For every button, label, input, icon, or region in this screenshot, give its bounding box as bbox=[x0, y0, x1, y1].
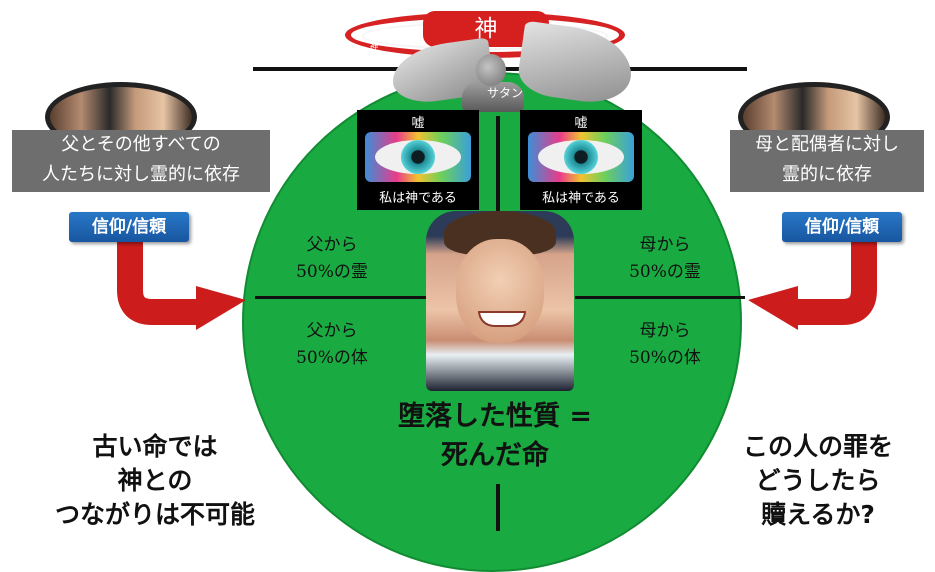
lie-caption: 私は神である bbox=[542, 191, 620, 206]
bottom-left-line-1: 古い命では bbox=[92, 432, 218, 461]
eye-image bbox=[365, 132, 471, 182]
bottom-right-line-3: 贖えるか? bbox=[761, 500, 875, 529]
divider-top-center bbox=[496, 116, 500, 214]
right-dependency-line-2: 霊的に依存 bbox=[782, 164, 872, 185]
arrows-layer bbox=[117, 240, 877, 330]
right-dependency-card: 母と配偶者に対し 霊的に依存 bbox=[730, 130, 924, 192]
father-spirit-label: 父から 50%の霊 bbox=[267, 232, 397, 286]
bottom-left-text: 古い命では 神との つながりは不可能 bbox=[30, 430, 280, 532]
mother-spirit-line-1: 母から bbox=[639, 235, 691, 255]
fallen-nature-line-1: 堕落した性質 = bbox=[397, 401, 593, 432]
father-body-label: 父から 50%の体 bbox=[267, 318, 397, 372]
left-faith-badge: 信仰/信頼 bbox=[69, 212, 189, 242]
satan-label: サタン bbox=[486, 86, 523, 100]
halo-word-love: 愛 bbox=[380, 26, 388, 35]
father-body-line-2: 50%の体 bbox=[296, 348, 368, 368]
bottom-right-line-2: どうしたら bbox=[755, 466, 881, 495]
divider-right-horizontal bbox=[575, 296, 745, 299]
halo-word-god: 神 bbox=[370, 42, 378, 51]
mother-spirit-label: 母から 50%の霊 bbox=[600, 232, 730, 286]
father-spirit-line-2: 50%の霊 bbox=[296, 262, 368, 282]
left-dependency-line-1: 父とその他すべての bbox=[61, 134, 221, 155]
lie-panel-right: 嘘 私は神である bbox=[520, 110, 642, 210]
left-arrowhead bbox=[196, 286, 246, 330]
left-dependency-line-2: 人たちに対し霊的に依存 bbox=[42, 164, 240, 185]
right-red-arrow bbox=[794, 240, 877, 325]
fallen-nature-line-2: 死んだ命 bbox=[441, 440, 549, 471]
eye-iris bbox=[564, 140, 598, 174]
mother-body-line-1: 母から bbox=[639, 321, 691, 341]
statue-head bbox=[476, 54, 506, 86]
left-red-arrow bbox=[117, 240, 200, 325]
mother-body-label: 母から 50%の体 bbox=[600, 318, 730, 372]
divider-bottom-center bbox=[496, 484, 500, 531]
left-dependency-card: 父とその他すべての 人たちに対し霊的に依存 bbox=[12, 130, 270, 192]
divider-left-horizontal bbox=[255, 296, 430, 299]
father-spirit-line-1: 父から bbox=[306, 235, 358, 255]
lie-title: 嘘 bbox=[574, 116, 588, 131]
mother-body-line-2: 50%の体 bbox=[629, 348, 701, 368]
right-dependency-line-1: 母と配偶者に対し bbox=[755, 134, 899, 155]
bottom-left-line-3: つながりは不可能 bbox=[54, 500, 255, 529]
bottom-right-text: この人の罪を どうしたら 贖えるか? bbox=[718, 430, 918, 532]
right-arrowhead bbox=[748, 286, 798, 330]
statue-body bbox=[462, 82, 524, 112]
eye-image bbox=[528, 132, 634, 182]
lie-title: 嘘 bbox=[411, 116, 425, 131]
person-portrait bbox=[426, 211, 574, 391]
bottom-right-line-1: この人の罪を bbox=[742, 432, 893, 461]
fallen-nature-title: 堕落した性質 = 死んだ命 bbox=[360, 397, 630, 475]
bottom-left-line-2: 神との bbox=[117, 466, 193, 495]
eye-iris bbox=[401, 140, 435, 174]
mother-spirit-line-2: 50%の霊 bbox=[629, 262, 701, 282]
father-body-line-1: 父から bbox=[306, 321, 358, 341]
lie-panel-left: 嘘 私は神である bbox=[357, 110, 479, 210]
right-faith-badge: 信仰/信頼 bbox=[782, 212, 902, 242]
lie-caption: 私は神である bbox=[379, 191, 457, 206]
